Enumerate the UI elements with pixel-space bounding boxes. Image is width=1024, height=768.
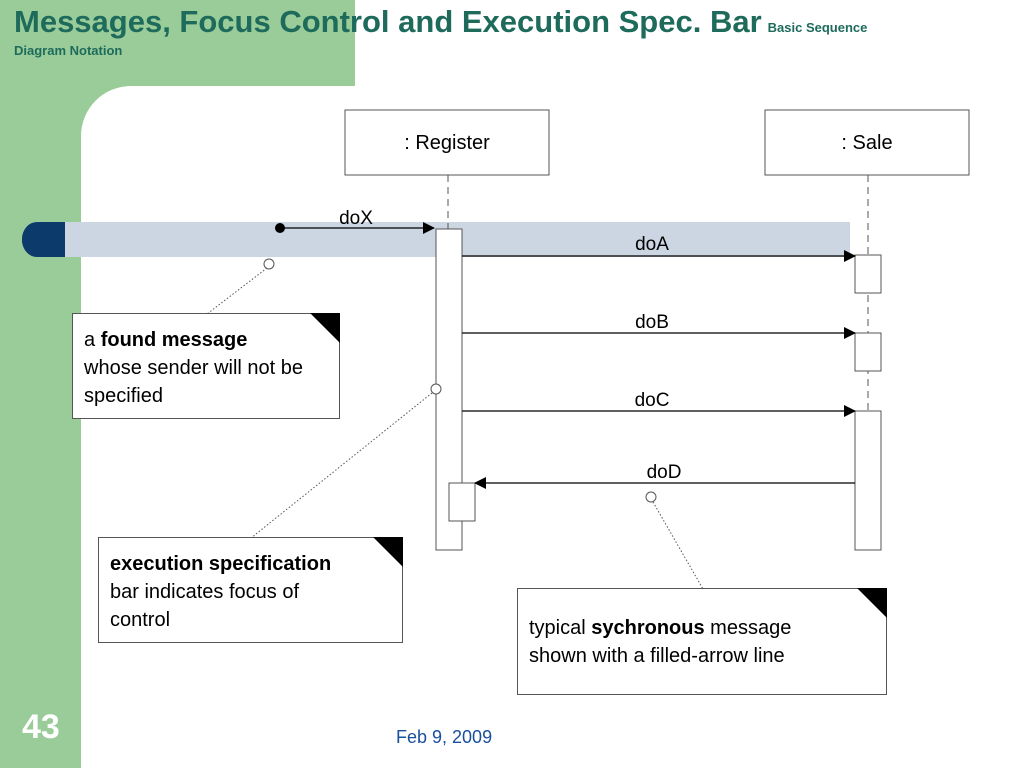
slide-title-main: Messages, Focus Control and Execution Sp…: [14, 4, 762, 39]
found-note-connector: [206, 267, 268, 315]
lifeline-register-head: [344, 109, 550, 176]
found-note-prefix: a: [84, 329, 101, 351]
found-message-note: a found message whose sender will not be…: [72, 313, 340, 419]
exec-note-rest: bar indicates focus of control: [110, 581, 299, 631]
content-corner: [81, 86, 201, 206]
slide-title: Messages, Focus Control and Execution Sp…: [14, 4, 867, 40]
exec-note-connector: [250, 392, 433, 539]
left-band: [0, 0, 81, 768]
sync-note-anchor: [645, 491, 657, 503]
slide-number: 43: [22, 708, 60, 746]
synchronous-message-note: typical sychronous message shown with a …: [517, 588, 887, 695]
note-fold-icon: [373, 537, 403, 567]
message-dod-label: doD: [647, 462, 682, 483]
found-note-anchor: [263, 258, 275, 270]
sync-note-bold: sychronous: [591, 617, 705, 639]
sync-note-prefix: typical: [529, 617, 592, 639]
message-dob-label: doB: [635, 312, 669, 333]
slide-title-suffix: Basic Sequence: [767, 20, 868, 35]
lifeline-sale-label: : Sale: [841, 132, 892, 154]
note-fold-icon: [857, 588, 887, 618]
slide-subtitle: Diagram Notation: [14, 43, 123, 58]
found-note-rest: whose sender will not be specified: [84, 357, 304, 407]
found-note-bold: found message: [100, 329, 248, 351]
lifeline-register-label: : Register: [404, 132, 490, 154]
lifeline-sale-head: [764, 109, 970, 176]
message-doc-label: doC: [635, 390, 670, 411]
sync-note-rest: message shown with a filled-arrow line: [529, 617, 792, 667]
sale-bar-doc: [854, 410, 882, 551]
slide-date: Feb 9, 2009: [396, 727, 493, 747]
register-nested-bar: [448, 482, 476, 522]
highlight-band-cap-round: [22, 222, 52, 257]
sale-bar-doa: [854, 254, 882, 294]
exec-note-anchor: [430, 383, 442, 395]
exec-note-bold: execution specification: [110, 553, 332, 575]
sync-note-connector: [652, 501, 704, 590]
sale-bar-dob: [854, 332, 882, 372]
message-dox-label: doX: [339, 208, 373, 229]
note-fold-icon: [310, 313, 340, 343]
message-doa-label: doA: [635, 234, 669, 255]
execution-spec-note: execution specification bar indicates fo…: [98, 537, 403, 643]
